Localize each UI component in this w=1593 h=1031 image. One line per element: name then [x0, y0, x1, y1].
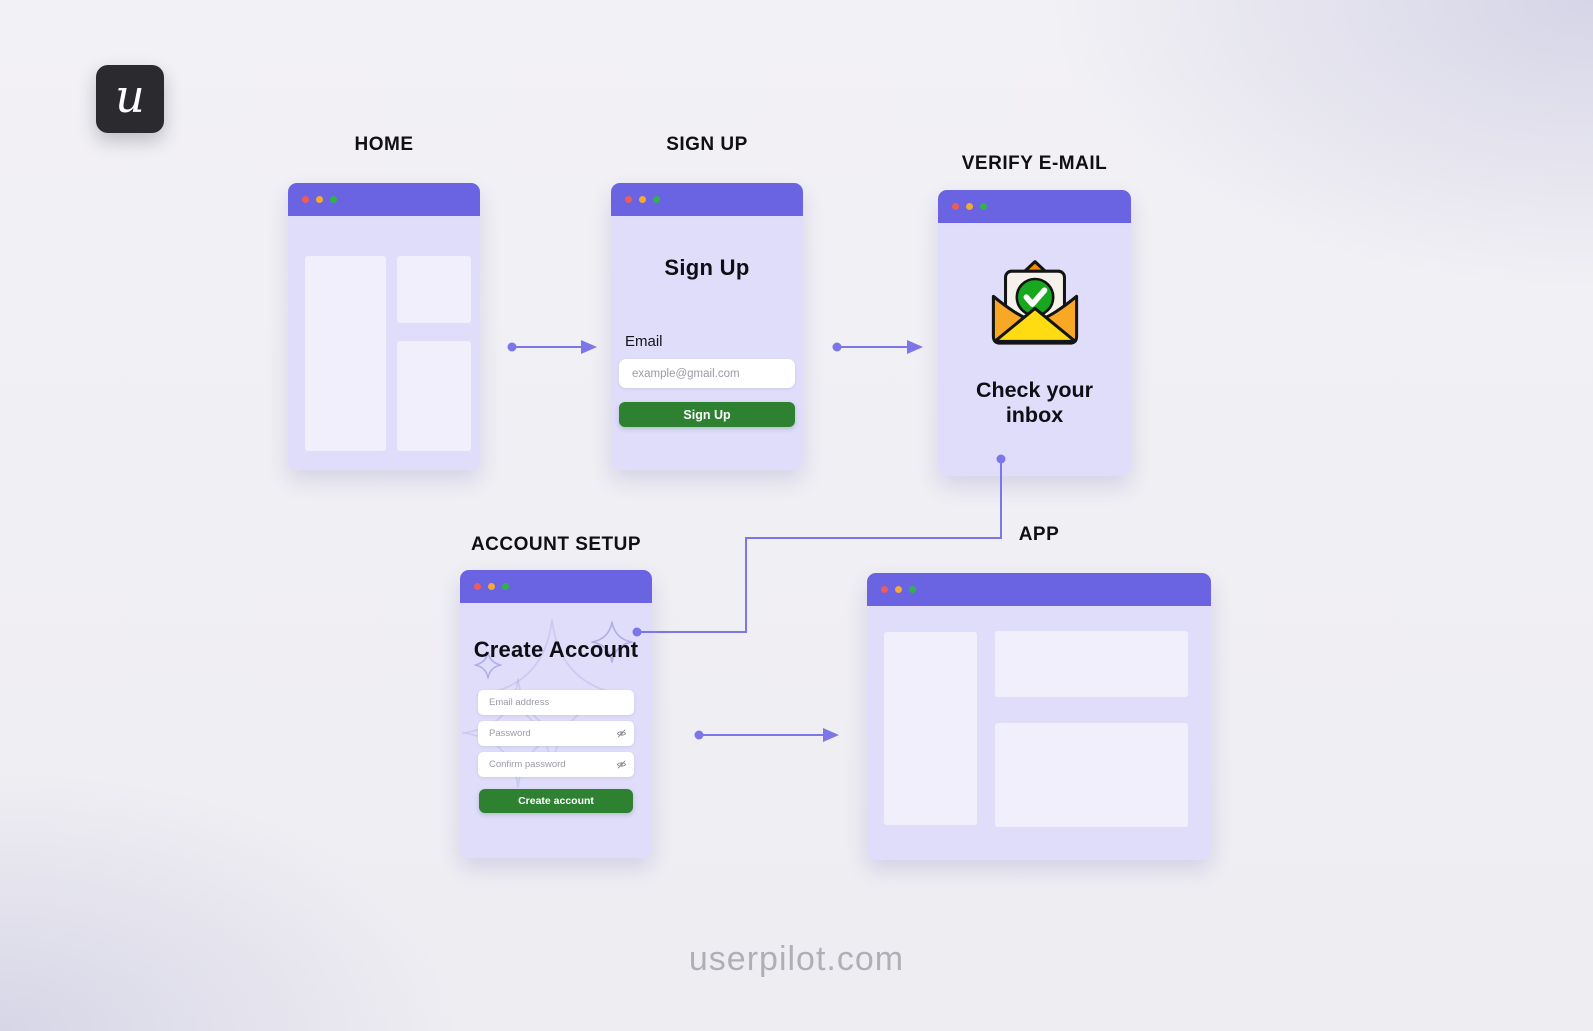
- signup-titlebar: [611, 183, 803, 216]
- open-envelope-check-icon: [991, 260, 1078, 345]
- minimize-dot-icon: [488, 583, 495, 590]
- signup-body: Sign Up Email Sign Up: [611, 216, 803, 470]
- app-titlebar: [867, 573, 1211, 606]
- home-body: [288, 216, 480, 470]
- account-titlebar: [460, 570, 652, 603]
- stage-label-verify: VERIFY E-MAIL: [961, 153, 1108, 174]
- content-block: [995, 631, 1188, 697]
- email-label: Email: [625, 333, 663, 350]
- close-dot-icon: [474, 583, 481, 590]
- app-body: [867, 606, 1211, 860]
- content-block: [884, 632, 977, 825]
- verify-titlebar: [938, 190, 1131, 223]
- maximize-dot-icon: [330, 196, 337, 203]
- minimize-dot-icon: [316, 196, 323, 203]
- content-block: [397, 341, 471, 451]
- maximize-dot-icon: [980, 203, 987, 210]
- close-dot-icon: [625, 196, 632, 203]
- content-block: [397, 256, 471, 323]
- connector-dot: [832, 342, 842, 352]
- eye-slash-icon[interactable]: [616, 759, 627, 770]
- app-window: [867, 573, 1211, 860]
- confirm-password-input[interactable]: [478, 752, 634, 777]
- email-input[interactable]: [619, 359, 795, 388]
- connector-dot: [507, 342, 517, 352]
- account-heading: Create Account: [473, 637, 639, 662]
- stage-label-account: ACCOUNT SETUP: [470, 534, 642, 555]
- stage-label-home: HOME: [354, 134, 414, 155]
- password-input[interactable]: [478, 721, 634, 746]
- account-body: Create Account Create: [460, 603, 652, 858]
- maximize-dot-icon: [502, 583, 509, 590]
- maximize-dot-icon: [909, 586, 916, 593]
- signup-window: Sign Up Email Sign Up: [611, 183, 803, 470]
- close-dot-icon: [881, 586, 888, 593]
- account-window: Create Account Create: [460, 570, 652, 858]
- home-titlebar: [288, 183, 480, 216]
- confirm-password-field: [478, 752, 634, 777]
- stage-label-app: APP: [1018, 524, 1060, 545]
- minimize-dot-icon: [639, 196, 646, 203]
- create-account-button[interactable]: Create account: [479, 789, 633, 813]
- userpilot-logo: u: [96, 65, 164, 133]
- home-window: [288, 183, 480, 470]
- close-dot-icon: [952, 203, 959, 210]
- connector-dot: [694, 730, 704, 740]
- maximize-dot-icon: [653, 196, 660, 203]
- verify-message: Check your inbox: [975, 378, 1094, 428]
- watermark: userpilot.com: [688, 940, 905, 978]
- stage-label-signup: SIGN UP: [666, 134, 748, 155]
- eye-slash-icon[interactable]: [616, 728, 627, 739]
- minimize-dot-icon: [895, 586, 902, 593]
- minimize-dot-icon: [966, 203, 973, 210]
- signup-heading: Sign Up: [664, 255, 750, 280]
- verify-body: Check your inbox: [938, 223, 1131, 476]
- signup-button[interactable]: Sign Up: [619, 402, 795, 427]
- content-block: [305, 256, 386, 451]
- password-field: [478, 721, 634, 746]
- content-block: [995, 723, 1188, 827]
- userpilot-logo-letter: u: [115, 69, 145, 123]
- email-field: [478, 690, 634, 715]
- verify-window: Check your inbox: [938, 190, 1131, 476]
- close-dot-icon: [302, 196, 309, 203]
- email-input[interactable]: [478, 690, 634, 715]
